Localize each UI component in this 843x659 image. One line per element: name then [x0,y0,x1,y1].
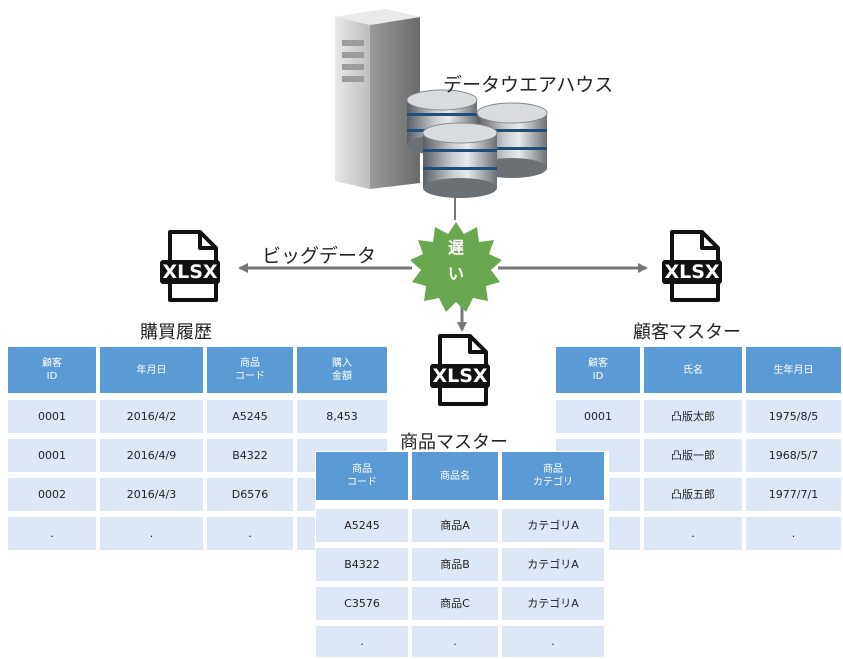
xlsx-text: XLSX [664,261,720,283]
table-header-row: 顧客 ID 氏名 生年月日 [556,347,841,393]
database-cluster-icon [406,89,548,198]
table-cell: 1975/8/5 [746,400,841,433]
table-cell: 凸版一郎 [644,439,742,472]
table-cell: 0002 [8,478,96,511]
xlsx-file-icon: XLSX [158,230,222,302]
table-cell: . [644,517,742,550]
table-header-cell: 年月日 [100,347,203,393]
table-cell: 2016/4/9 [100,439,203,472]
table-header-cell: 生年月日 [746,347,841,393]
table-row: 0001 2016/4/9 B4322 [8,439,387,472]
warehouse-label: データウエアハウス [443,74,614,96]
table-header-cell: 商品 コード [207,347,293,393]
database-icon [422,122,498,198]
table-row: B4322 商品B カテゴリA [316,548,604,581]
xlsx-text: XLSX [432,365,488,387]
table-cell: 8,453 [297,400,387,433]
table-cell: 0001 [8,439,96,472]
table-cell: B4322 [207,439,293,472]
slow-badge-text-1: 遅 [447,238,464,257]
table-cell: 0001 [8,400,96,433]
table-row: A5245 商品A カテゴリA [316,509,604,542]
table-header-cell: 商品 カテゴリ [502,452,604,500]
table-cell: . [412,626,498,657]
table-cell: 1968/5/7 [746,439,841,472]
table-cell: カテゴリA [502,548,604,581]
table-cell: 商品A [412,509,498,542]
table-cell: . [8,517,96,550]
table-cell: . [207,517,293,550]
table-cell: 2016/4/3 [100,478,203,511]
table-cell: A5245 [207,400,293,433]
table-cell: C3576 [316,587,408,620]
table-cell: . [746,517,841,550]
table-row: 0002 2016/4/3 D6576 [8,478,387,511]
table-header-row: 商品 コード 商品名 商品 カテゴリ [316,452,604,500]
table-cell: 1977/7/1 [746,478,841,511]
table-header-cell: 商品名 [412,452,498,500]
product-master-table: 商品 コード 商品名 商品 カテゴリ A5245 商品A カテゴリA B4322… [316,452,608,659]
table-header-cell: 氏名 [644,347,742,393]
table-header-cell: 商品 コード [316,452,408,500]
table-row: C3576 商品C カテゴリA [316,587,604,620]
table-row: 0001 2016/4/2 A5245 8,453 [8,400,387,433]
table-header-cell: 顧客 ID [8,347,96,393]
starburst-badge-icon [410,222,502,312]
table-cell: 商品B [412,548,498,581]
table-header-cell: 顧客 ID [556,347,640,393]
table-cell: カテゴリA [502,509,604,542]
xlsx-text: XLSX [162,261,218,283]
product-master-title: 商品マスター [400,432,508,453]
table-cell: 0001 [556,400,640,433]
table-header-row: 顧客 ID 年月日 商品 コード 購入 金額 [8,347,387,393]
xlsx-file-icon: XLSX [428,334,492,406]
table-header-cell: 購入 金額 [297,347,387,393]
table-cell: A5245 [316,509,408,542]
table-cell: . [502,626,604,657]
slow-badge-text-2: い [447,264,464,283]
table-cell: . [316,626,408,657]
xlsx-file-icon: XLSX [660,230,724,302]
purchase-history-title: 購買履歴 [140,322,212,343]
table-cell: カテゴリA [502,587,604,620]
table-cell: B4322 [316,548,408,581]
table-cell: . [100,517,203,550]
table-row: . . . [316,626,604,657]
table-cell: D6576 [207,478,293,511]
table-cell: 凸版五郎 [644,478,742,511]
table-row: 0001 凸版太郎 1975/8/5 [556,400,841,433]
table-cell: 2016/4/2 [100,400,203,433]
table-cell: 商品C [412,587,498,620]
big-data-label: ビッグデータ [262,245,377,267]
table-cell: 凸版太郎 [644,400,742,433]
customer-master-title: 顧客マスター [633,322,741,343]
